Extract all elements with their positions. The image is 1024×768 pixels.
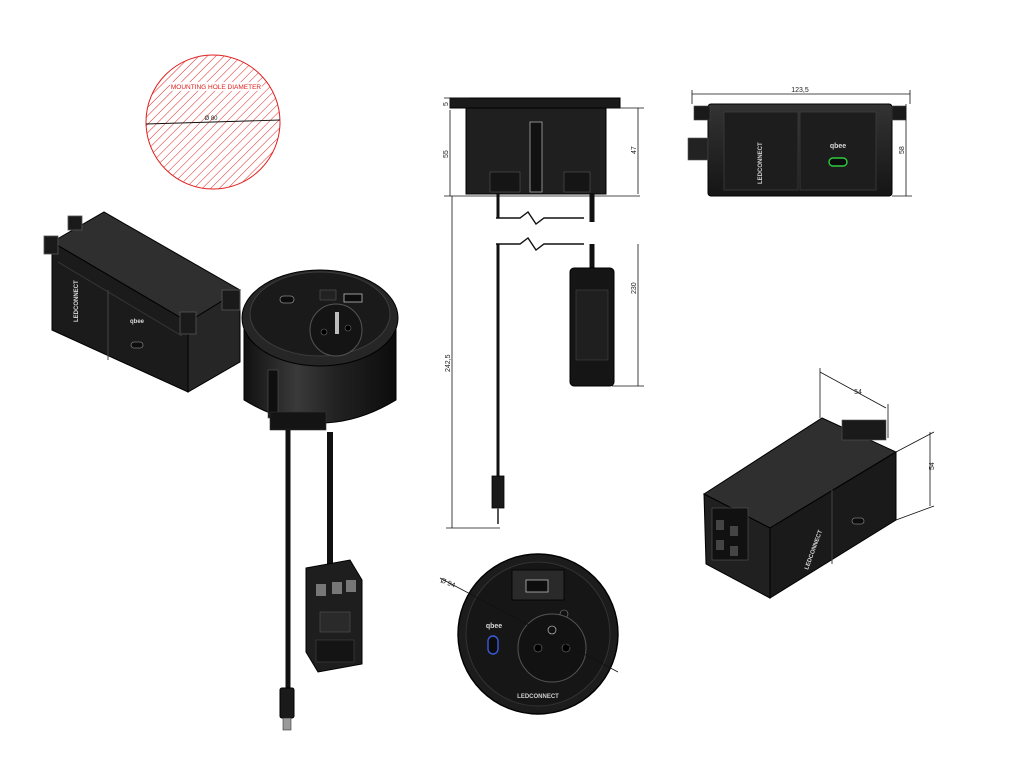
mounting-hole-diameter-value: Ø 80 — [204, 116, 218, 122]
dim-inner: 47 — [631, 146, 638, 154]
usbc-port-icon — [851, 517, 865, 525]
module-isometric-left: LEDCONNECT qbee — [43, 211, 241, 393]
module-qi-label: qbee — [830, 143, 846, 150]
svg-text:LEDCONNECT: LEDCONNECT — [74, 280, 80, 322]
dim-module-width: 123,5 — [791, 87, 809, 94]
mounting-hole-label: MOUNTING HOLE DIAMETER — [171, 84, 262, 91]
dim-module-height: 58 — [899, 146, 906, 154]
usbc-port-icon — [279, 295, 295, 304]
dim-iso-height: 54 — [929, 462, 936, 470]
usbc-port-icon — [130, 341, 144, 349]
dim-total-length: 242,5 — [445, 354, 452, 372]
dim-bottom-diameter: Ø 94 — [439, 577, 456, 589]
dim-connector: 230 — [631, 282, 638, 294]
grommet-top-view: qbee LEDCONNECT Ø 94 — [439, 553, 619, 715]
mounting-hole-diameter-line — [145, 119, 281, 125]
mounting-hole-view: MOUNTING HOLE DIAMETER Ø 80 — [145, 54, 281, 190]
bottom-brand: LEDCONNECT — [517, 694, 559, 700]
svg-text:qbee: qbee — [130, 319, 145, 325]
dim-flange: 5 — [443, 102, 450, 106]
usbc-port-icon — [487, 635, 499, 655]
usbc-port-icon — [828, 157, 848, 167]
dim-iso-depth: 54 — [854, 389, 862, 396]
module-isometric-right: LEDCONNECT 54 54 — [703, 368, 936, 599]
usba-port-icon — [525, 579, 549, 593]
module-front-view: LEDCONNECT qbee 123,5 58 — [687, 87, 912, 197]
usba-port-icon — [343, 293, 363, 303]
bottom-qi-label: qbee — [486, 623, 502, 630]
module-brand: LEDCONNECT — [758, 142, 764, 184]
side-view: 5 55 47 242,5 230 — [443, 97, 644, 529]
grommet-socket-isometric — [241, 269, 399, 731]
dim-body: 55 — [443, 150, 450, 158]
